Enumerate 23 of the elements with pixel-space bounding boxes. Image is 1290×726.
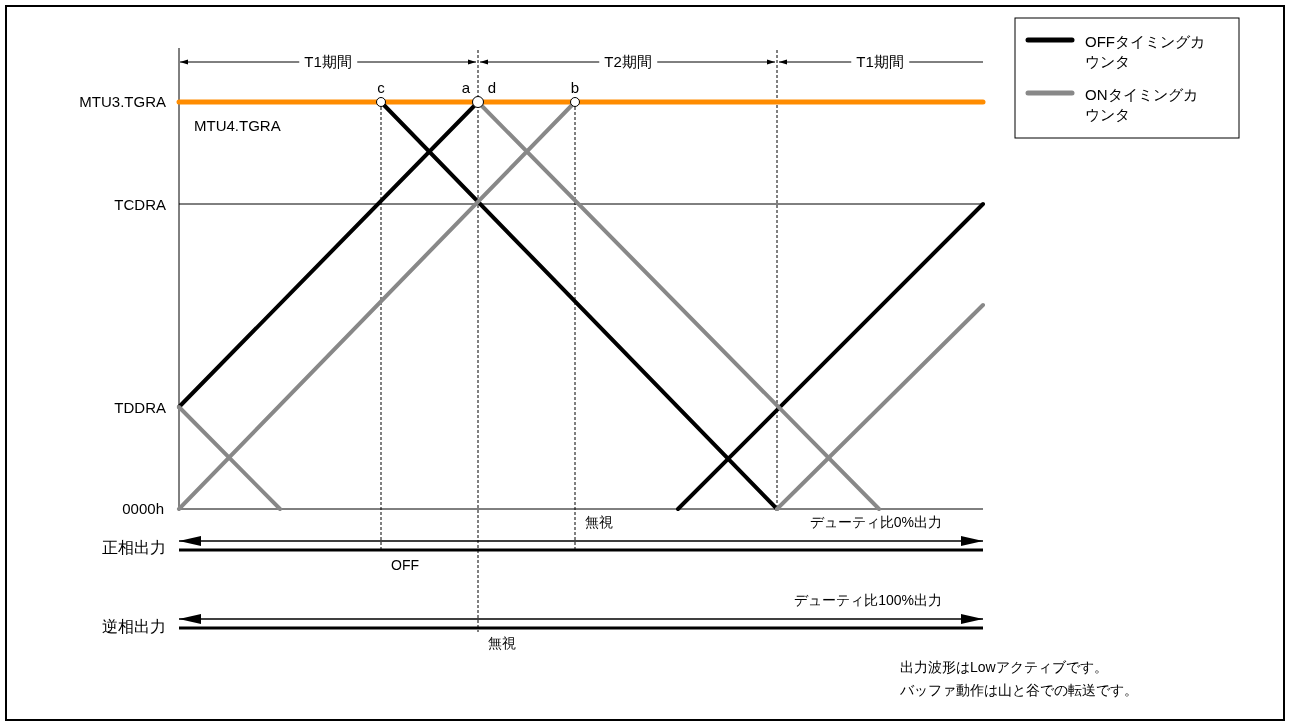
register-label: TDDRA	[114, 399, 166, 417]
register-label: MTU4.TGRA	[194, 117, 281, 135]
register-label: TCDRA	[114, 196, 166, 214]
footnote: 出力波形はLowアクティブです。	[900, 658, 1108, 676]
point-label: a	[461, 79, 471, 97]
legend-label: OFFタイミングカウンタ	[1085, 32, 1206, 72]
point-label: c	[377, 79, 385, 97]
note-label: デューティ比100%出力	[794, 591, 942, 609]
legend-label: ONタイミングカウンタ	[1085, 85, 1199, 125]
period-label: T1期間	[851, 53, 909, 71]
point-label: b	[570, 79, 580, 97]
footnote: バッファ動作は山と谷での転送です。	[900, 681, 1138, 699]
period-label: T1期間	[299, 53, 357, 71]
point-label: d	[487, 79, 497, 97]
note-label: 無視	[488, 634, 516, 652]
state-label: OFF	[391, 556, 419, 574]
note-label: デューティ比0%出力	[809, 513, 942, 531]
register-label: 0000h	[122, 500, 164, 518]
register-label: MTU3.TGRA	[79, 93, 166, 111]
output-name: 逆相出力	[102, 618, 166, 636]
note-label: 無視	[585, 513, 613, 531]
output-name: 正相出力	[102, 539, 166, 557]
period-label: T2期間	[599, 53, 657, 71]
